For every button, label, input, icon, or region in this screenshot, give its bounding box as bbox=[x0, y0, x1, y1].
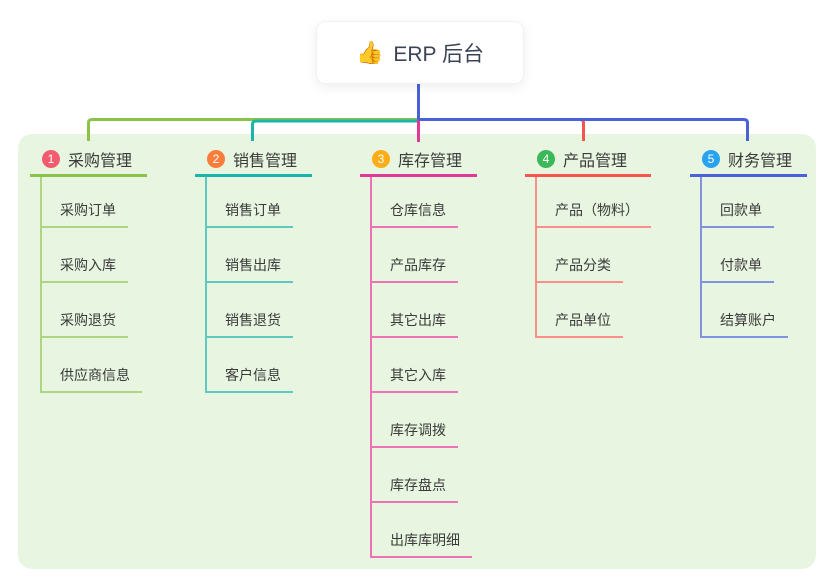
branch-number-badge: 4 bbox=[537, 150, 555, 168]
child-row: 库存调拨 bbox=[372, 393, 477, 448]
child-row: 产品单位 bbox=[537, 283, 651, 338]
branch-title: 销售管理 bbox=[233, 153, 298, 170]
child-row: 付款单 bbox=[702, 228, 807, 283]
branch-header-sales[interactable]: 2 销售管理 bbox=[195, 144, 312, 177]
child-node[interactable]: 销售退货 bbox=[207, 310, 293, 338]
child-node[interactable]: 产品分类 bbox=[537, 255, 623, 283]
child-node[interactable]: 采购入库 bbox=[42, 255, 128, 283]
root-title: ERP 后台 bbox=[393, 42, 485, 66]
child-row: 销售出库 bbox=[207, 228, 312, 283]
child-row: 出库库明细 bbox=[372, 503, 477, 558]
child-row: 采购入库 bbox=[42, 228, 147, 283]
child-row: 库存盘点 bbox=[372, 448, 477, 503]
child-node[interactable]: 销售出库 bbox=[207, 255, 293, 283]
child-node[interactable]: 结算账户 bbox=[702, 310, 788, 338]
root-node[interactable]: 👍 ERP 后台 bbox=[316, 21, 524, 84]
child-node[interactable]: 库存盘点 bbox=[372, 475, 458, 503]
child-row: 产品（物料） bbox=[537, 177, 651, 228]
child-node[interactable]: 供应商信息 bbox=[42, 365, 142, 393]
child-node[interactable]: 付款单 bbox=[702, 255, 774, 283]
branch-header-inventory[interactable]: 3 库存管理 bbox=[360, 144, 477, 177]
branch-children-sales: 销售订单销售出库销售退货客户信息 bbox=[205, 177, 312, 393]
branch-title: 库存管理 bbox=[398, 153, 463, 170]
child-node[interactable]: 回款单 bbox=[702, 200, 774, 228]
child-node[interactable]: 库存调拨 bbox=[372, 420, 458, 448]
branch-finance: 5 财务管理 回款单付款单结算账户 bbox=[690, 144, 807, 338]
child-row: 采购退货 bbox=[42, 283, 147, 338]
branch-inventory: 3 库存管理 仓库信息产品库存其它出库其它入库库存调拨库存盘点出库库明细 bbox=[360, 144, 477, 558]
child-node[interactable]: 采购退货 bbox=[42, 310, 128, 338]
branch-children-finance: 回款单付款单结算账户 bbox=[700, 177, 807, 338]
child-node[interactable]: 出库库明细 bbox=[372, 530, 472, 558]
branch-purchase: 1 采购管理 采购订单采购入库采购退货供应商信息 bbox=[30, 144, 147, 393]
child-row: 销售订单 bbox=[207, 177, 312, 228]
branches-panel bbox=[18, 134, 816, 569]
child-row: 产品库存 bbox=[372, 228, 477, 283]
child-node[interactable]: 其它入库 bbox=[372, 365, 458, 393]
child-node[interactable]: 产品（物料） bbox=[537, 200, 651, 228]
branch-children-product: 产品（物料） 产品分类产品单位 bbox=[535, 177, 651, 338]
child-row: 销售退货 bbox=[207, 283, 312, 338]
child-row: 其它出库 bbox=[372, 283, 477, 338]
branch-sales: 2 销售管理 销售订单销售出库销售退货客户信息 bbox=[195, 144, 312, 393]
branch-title: 产品管理 bbox=[563, 153, 628, 170]
branch-header-purchase[interactable]: 1 采购管理 bbox=[30, 144, 147, 177]
branch-product: 4 产品管理 产品（物料） 产品分类产品单位 bbox=[525, 144, 651, 338]
child-node[interactable]: 产品库存 bbox=[372, 255, 458, 283]
branch-title: 财务管理 bbox=[728, 153, 793, 170]
child-row: 结算账户 bbox=[702, 283, 807, 338]
child-row: 采购订单 bbox=[42, 177, 147, 228]
thumbs-up-icon: 👍 bbox=[355, 39, 384, 65]
child-row: 产品分类 bbox=[537, 228, 651, 283]
branch-title: 采购管理 bbox=[68, 153, 133, 170]
child-row: 供应商信息 bbox=[42, 338, 147, 393]
branch-number-badge: 1 bbox=[42, 150, 60, 168]
branch-children-purchase: 采购订单采购入库采购退货供应商信息 bbox=[40, 177, 147, 393]
branch-number-badge: 3 bbox=[372, 150, 390, 168]
child-row: 仓库信息 bbox=[372, 177, 477, 228]
child-row: 其它入库 bbox=[372, 338, 477, 393]
branch-children-inventory: 仓库信息产品库存其它出库其它入库库存调拨库存盘点出库库明细 bbox=[370, 177, 477, 558]
branch-header-finance[interactable]: 5 财务管理 bbox=[690, 144, 807, 177]
child-node[interactable]: 采购订单 bbox=[42, 200, 128, 228]
child-node[interactable]: 产品单位 bbox=[537, 310, 623, 338]
child-row: 回款单 bbox=[702, 177, 807, 228]
child-node[interactable]: 客户信息 bbox=[207, 365, 293, 393]
child-row: 客户信息 bbox=[207, 338, 312, 393]
child-node[interactable]: 销售订单 bbox=[207, 200, 293, 228]
branch-number-badge: 5 bbox=[702, 150, 720, 168]
branch-number-badge: 2 bbox=[207, 150, 225, 168]
child-node[interactable]: 仓库信息 bbox=[372, 200, 458, 228]
branch-header-product[interactable]: 4 产品管理 bbox=[525, 144, 651, 177]
child-node[interactable]: 其它出库 bbox=[372, 310, 458, 338]
